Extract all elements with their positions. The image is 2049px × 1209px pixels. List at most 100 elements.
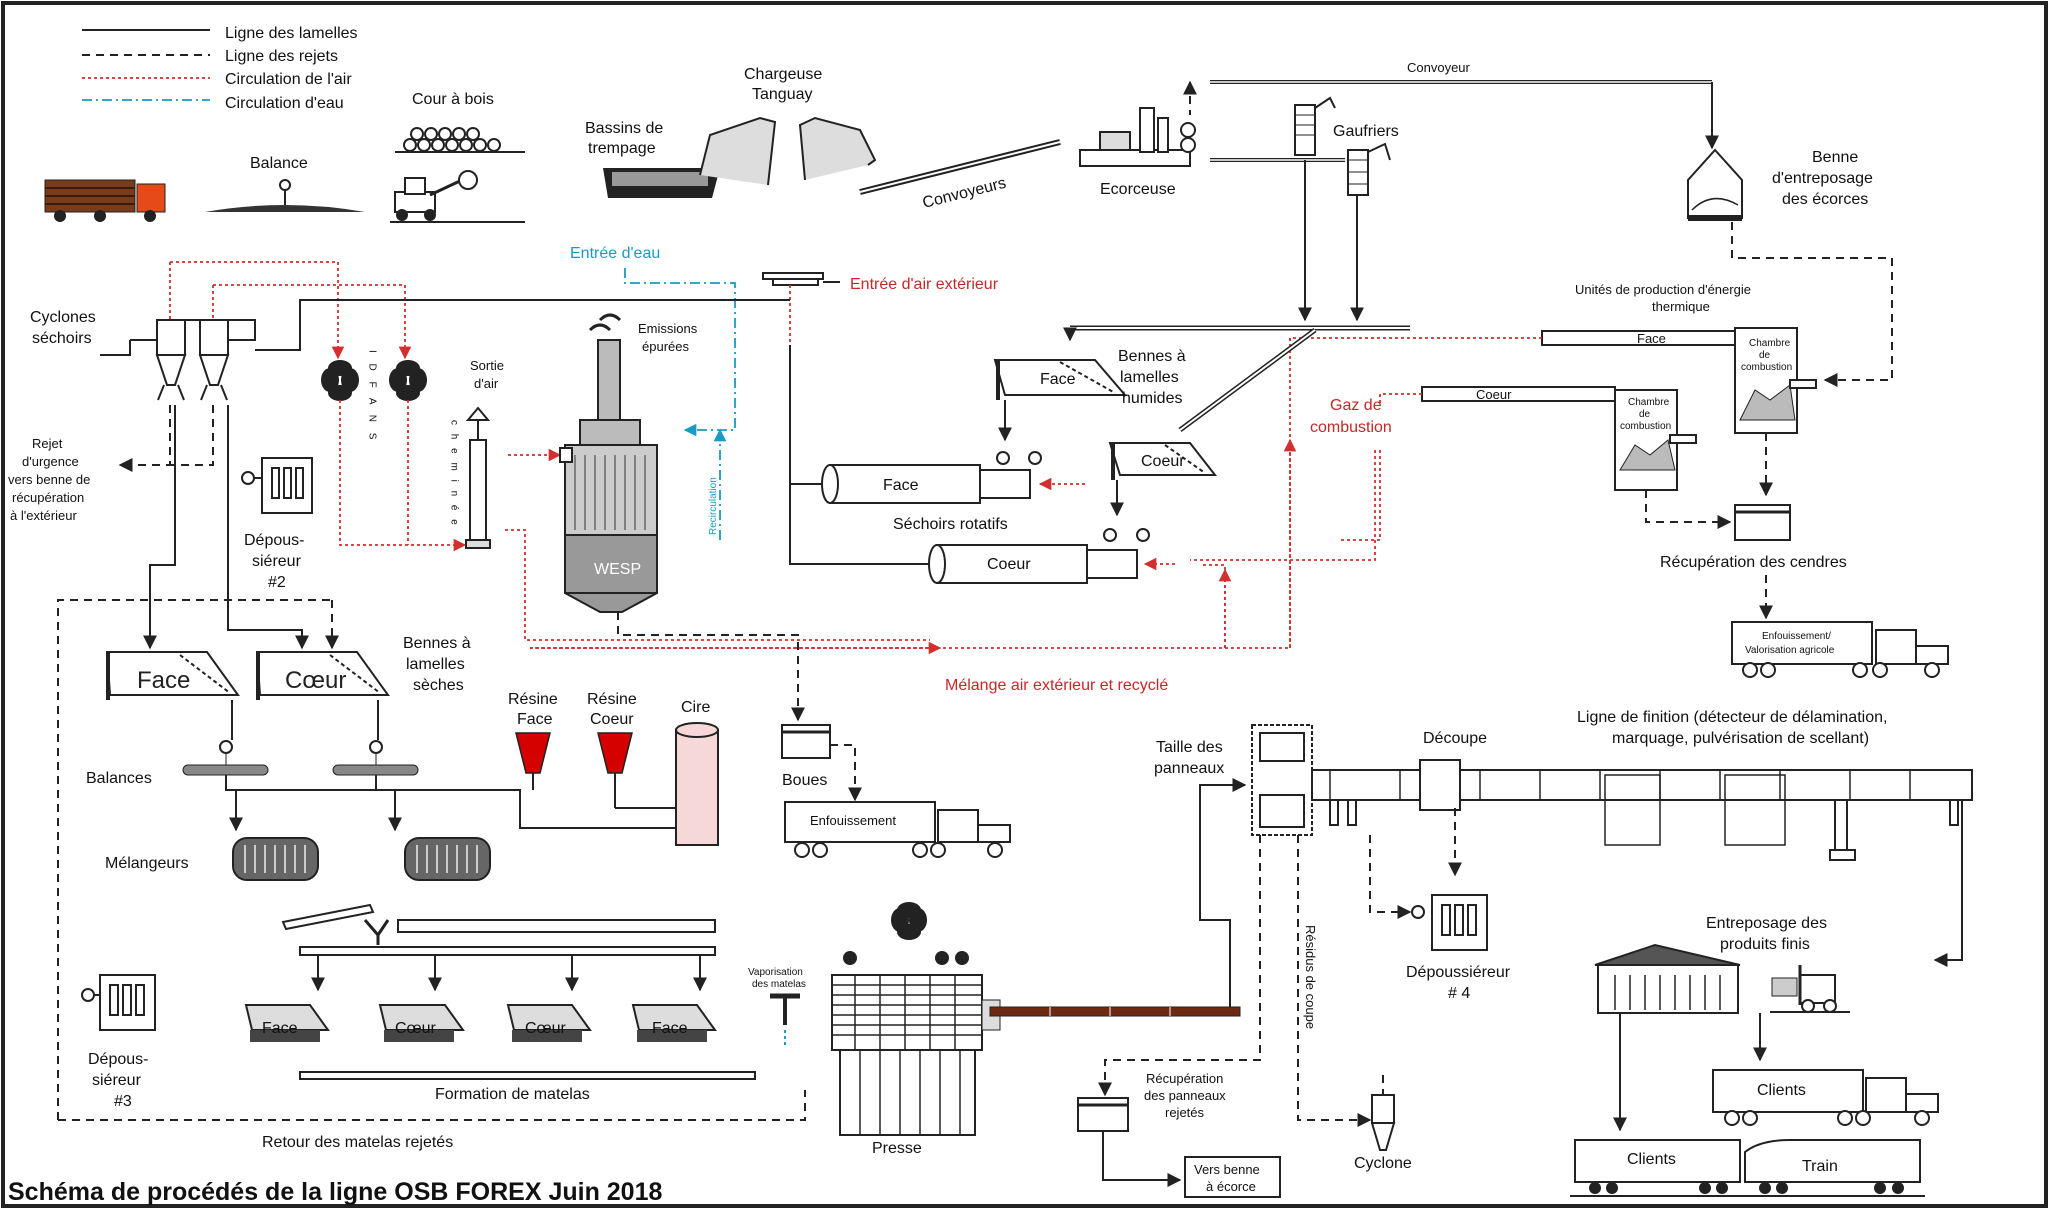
bennes-sec-label-2: lamelles [406, 656, 465, 673]
finition-label-2: marquage, pulvérisation de scellant) [1612, 730, 1869, 747]
rail-car-icon [1574, 1139, 1741, 1194]
dust-collector-2-icon [241, 457, 313, 514]
bassins-label-2: trempage [588, 140, 656, 157]
log-truck-icon [44, 179, 166, 222]
clients-truck-icon [1712, 1069, 1939, 1126]
taille-label-1: Taille des [1156, 739, 1223, 756]
idfan-icon-2 [389, 360, 427, 401]
gaz-label-1: Gaz de [1330, 397, 1382, 414]
former-face-1-label: Face [262, 1020, 298, 1037]
sludge-bin-icon [781, 724, 831, 759]
legend-solid-label: Ligne des lamelles [225, 25, 358, 42]
dep4-label-2: # 4 [1448, 985, 1470, 1002]
former-coeur-1-label: Cœur [395, 1020, 437, 1037]
dry-bin-face-label: Face [137, 667, 190, 694]
entree-air-label: Entrée d'air extérieur [850, 276, 999, 293]
enfouiss-val-label-2: Valorisation agricole [1745, 645, 1835, 656]
mat-spray-icon [770, 993, 800, 1045]
scale-face-icon [182, 740, 269, 776]
rejet-label-5: à l'extérieur [10, 508, 77, 523]
dep3-label-2: siéreur [92, 1072, 142, 1089]
dep2-label-1: Dépous- [244, 532, 304, 549]
entree-eau-label: Entrée d'eau [570, 245, 660, 262]
residus-label: Résidus de coupe [1303, 925, 1318, 1029]
taille-label-2: panneaux [1154, 760, 1224, 777]
sechoirs-rotatifs-label: Séchoirs rotatifs [893, 516, 1008, 533]
forming-line [299, 1071, 756, 1080]
mixer-coeur-icon [404, 837, 491, 881]
chargeuse-label-1: Chargeuse [744, 66, 822, 83]
recup-pan-label-1: Récupération [1146, 1071, 1223, 1086]
resine-face-label-1: Résine [508, 691, 558, 708]
dust-collector-3-icon [81, 974, 156, 1031]
cyclone-icon [1370, 1075, 1396, 1151]
bennes-hum-label-2: lamelles [1120, 369, 1179, 386]
conveyors-icon [859, 139, 1061, 195]
legend-air-label: Circulation de l'air [225, 71, 352, 88]
chambre-1-label-1: Chambre [1749, 338, 1791, 349]
coeur-hot-air-duct [1421, 386, 1616, 402]
wax-silo-icon [675, 722, 719, 846]
chambre-1-label-3: combustion [1741, 362, 1792, 373]
resine-coeur-label-2: Coeur [590, 711, 634, 728]
chambre-2-label-2: de [1639, 409, 1651, 420]
bennes-hum-label-1: Bennes à [1118, 348, 1186, 365]
dep3-label-1: Dépous- [88, 1051, 148, 1068]
former-coeur-2-icon [506, 1004, 592, 1042]
train-label: Train [1802, 1158, 1838, 1175]
benne-ecorces-label-3: des écorces [1782, 191, 1868, 208]
diagram-title: Schéma de procédés de la ligne OSB FOREX… [8, 1178, 662, 1206]
wesp-icon [559, 313, 658, 613]
waferizer-icon-1 [1294, 96, 1336, 156]
press-outfeed-conveyor [989, 1006, 1241, 1017]
dry-bin-face-icon [105, 651, 240, 700]
vapo-label-1: Vaporisation [748, 967, 803, 978]
chargeuse-label-2: Tanguay [752, 86, 813, 103]
balances-label: Balances [86, 770, 152, 787]
duct-coeur-label: Coeur [1476, 387, 1512, 402]
vers-benne-box [1184, 1156, 1281, 1198]
benne-ecorces-label-1: Benne [1812, 149, 1858, 166]
clients-truck-label: Clients [1757, 1082, 1806, 1099]
rejet-label-4: récupération [12, 490, 84, 505]
chimney-icon [465, 406, 491, 549]
panel-trim-saw-icon [1251, 724, 1313, 836]
sortie-air-label-1: Sortie [470, 358, 504, 373]
cire-label: Cire [681, 699, 710, 716]
finishing-line-icon [1311, 759, 1973, 861]
idfans-label: I D F A N S [367, 350, 378, 443]
mixer-face-icon [232, 837, 319, 881]
bassins-label-1: Bassins de [585, 120, 663, 137]
idfan-icon-1 [321, 360, 359, 401]
presse-label: Presse [872, 1140, 922, 1157]
dryer-coeur-label: Coeur [987, 556, 1031, 573]
convoyeur-label: Convoyeur [1407, 60, 1471, 75]
recup-pan-label-3: rejetés [1165, 1105, 1205, 1120]
waferizer-icon-2 [1347, 142, 1391, 196]
ash-bin-icon [1734, 504, 1791, 541]
enfouiss-val-label-1: Enfouissement/ [1762, 631, 1831, 642]
former-coeur-1-icon [378, 1004, 465, 1042]
wet-bin-coeur-label: Coeur [1141, 453, 1185, 470]
rejet-label-3: vers benne de [8, 472, 90, 487]
resin-face-hopper [515, 732, 551, 774]
wet-bin-face-label: Face [1040, 371, 1076, 388]
resine-coeur-label-1: Résine [587, 691, 637, 708]
gaz-label-2: combustion [1310, 419, 1392, 436]
entreposage-label-2: produits finis [1720, 936, 1810, 953]
ash-truck-icon [1731, 621, 1949, 678]
chambre-1-label-2: de [1759, 350, 1771, 361]
landfill-truck-icon [784, 801, 1011, 858]
balance-scale-icon [205, 179, 365, 212]
dryer-cyclone-icon-1 [155, 319, 187, 401]
loader-icon [390, 170, 525, 223]
retour-label: Retour des matelas rejetés [262, 1134, 453, 1151]
decoupe-label: Découpe [1423, 730, 1487, 747]
dep2-label-3: #2 [268, 574, 286, 591]
legend-water-label: Circulation d'eau [225, 95, 344, 112]
wood-pile-icon [395, 127, 525, 153]
rejet-label-1: Rejet [32, 436, 63, 451]
dust-collector-4-icon [1411, 894, 1488, 951]
bennes-sec-label-3: sèches [413, 677, 464, 694]
resine-face-label-2: Face [517, 711, 553, 728]
